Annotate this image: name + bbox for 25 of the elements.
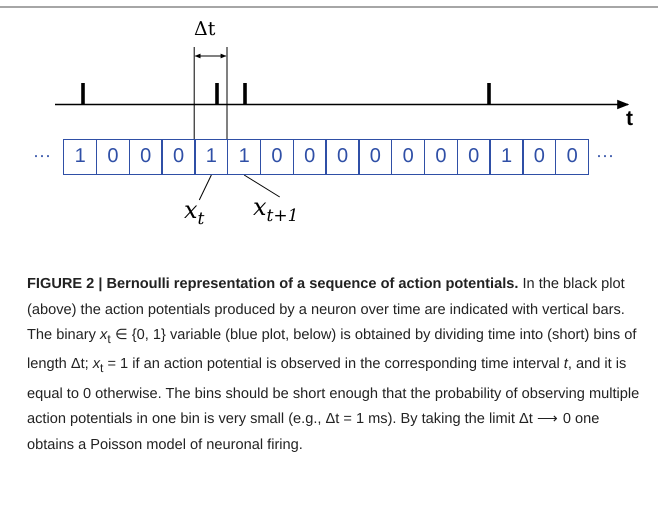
bin-cell: 0	[456, 139, 491, 175]
bin-cell: 1	[489, 139, 524, 175]
bin-cell: 0	[292, 139, 327, 175]
bin-cell: 0	[161, 139, 196, 175]
variable-label: x$_{t+1}$	[253, 193, 298, 226]
ellipsis: ···	[596, 145, 614, 166]
bin-cell: 1	[227, 139, 262, 175]
axis-label: t	[626, 107, 633, 131]
bin-cell: 1	[194, 139, 228, 175]
bin-cell: 0	[260, 139, 294, 175]
bin-cell: 0	[391, 139, 426, 175]
figure-caption: FIGURE 2 | Bernoulli representation of a sequence of action potentials. In the black plot (above) the action potentials produced by a neuron over time are indicated with vertical bars. The binary x$_{t}$ ∈ {0, 1} variable (blue plot, below) is obtained by dividing time into (short) bins of length Δt; x$_{t}$ = 1 if an action potential is observed in the corresponding time interval t, and it is equal to 0 otherwise. The bins should be short enough that the probability of observing multiple action potentials in one bin is very small (e.g., Δt = 1 ms). By taking the limit Δt ⟶ 0 one obtains a Poisson model of neuronal firing.	[27, 275, 640, 455]
ellipsis: ···	[33, 145, 51, 166]
bin-cell: 0	[96, 139, 130, 175]
variable-label: x$_{t}$	[184, 196, 204, 229]
leader-line	[198, 174, 212, 200]
bin-cell: 1	[63, 139, 98, 175]
leader-line	[244, 174, 280, 198]
bin-cell: 0	[555, 139, 590, 175]
bin-cell: 0	[424, 139, 458, 175]
bin-cell: 0	[325, 139, 360, 175]
bin-cell: 0	[522, 139, 556, 175]
bin-cell: 0	[128, 139, 163, 175]
dimension-label: Δt	[194, 18, 216, 40]
bin-cell: 0	[358, 139, 392, 175]
